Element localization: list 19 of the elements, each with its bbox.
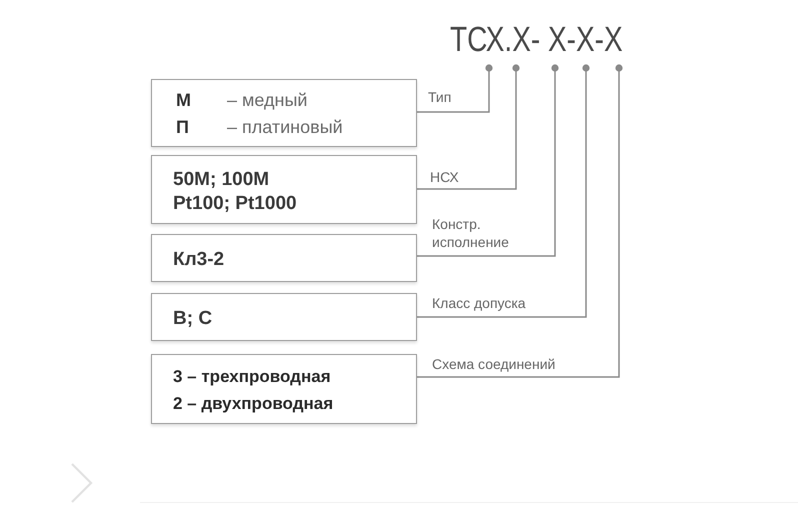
model-code: ТСХ.Х- Х-Х-Х bbox=[450, 22, 623, 68]
option-text: B; C bbox=[173, 307, 212, 331]
option-text: 50М; 100М bbox=[173, 168, 270, 192]
option-box bbox=[151, 354, 417, 424]
connector-line bbox=[417, 64, 623, 378]
option-box bbox=[151, 234, 417, 282]
option-box bbox=[151, 79, 417, 147]
connector-line bbox=[417, 64, 590, 318]
option-text: 3 – трехпроводная bbox=[173, 366, 331, 388]
option-text: Кл3-2 bbox=[173, 248, 224, 272]
option-box bbox=[151, 155, 417, 224]
option-text: П – платиновый bbox=[176, 116, 343, 139]
connector-line bbox=[417, 64, 493, 113]
option-text: Pt100; Pt1000 bbox=[173, 192, 297, 216]
connector-line bbox=[417, 64, 520, 190]
option-box bbox=[151, 293, 417, 341]
connector-line bbox=[417, 64, 559, 257]
option-text: 2 – двухпроводная bbox=[173, 393, 334, 415]
option-text: М – медный bbox=[176, 89, 308, 112]
